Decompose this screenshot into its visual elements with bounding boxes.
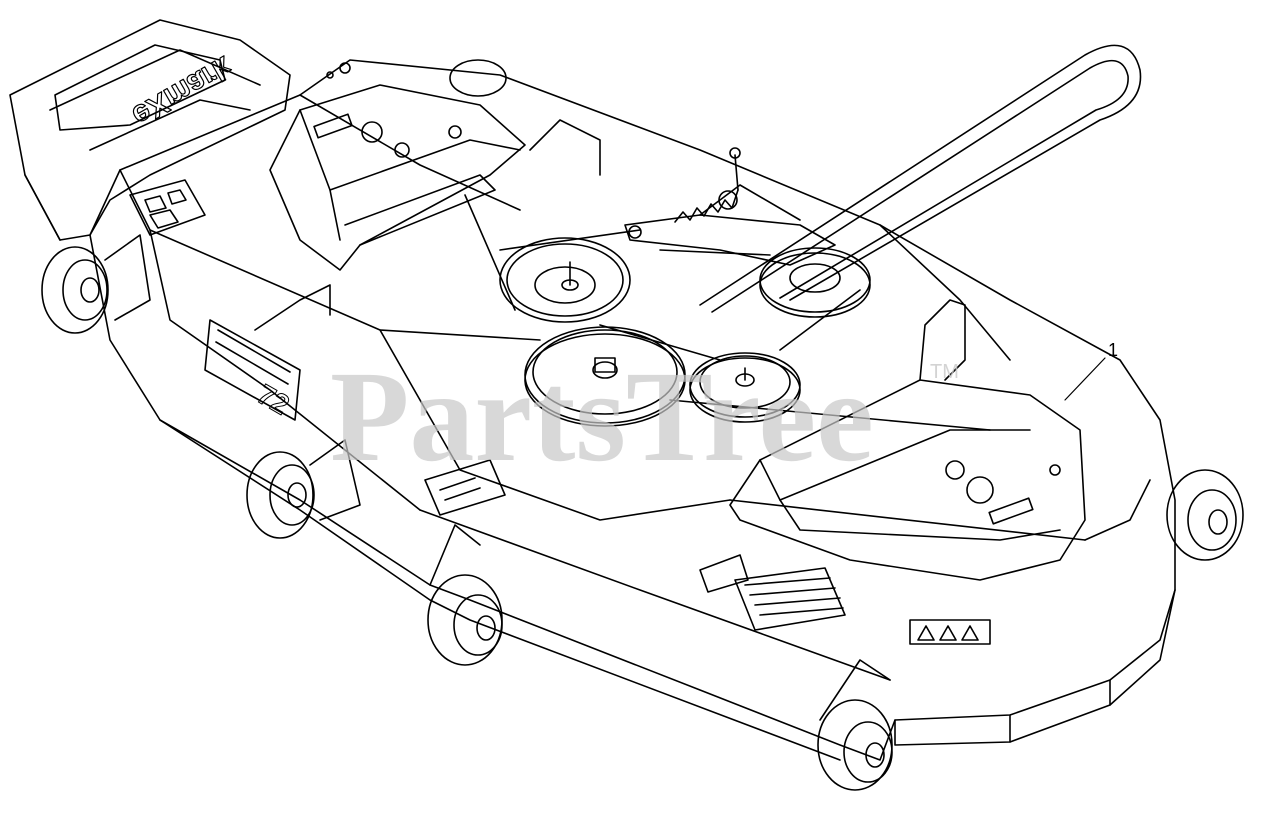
pulley-right xyxy=(759,247,871,318)
belt-cover-left xyxy=(269,84,526,271)
warning-decal-right xyxy=(909,619,991,645)
bracket-right xyxy=(919,299,966,381)
deck-belt xyxy=(379,194,991,431)
callout-label-1: 1 xyxy=(1108,340,1118,360)
drive-belt xyxy=(699,44,1142,313)
gauge-wheel-front-mid xyxy=(817,659,893,791)
idler-arm xyxy=(624,184,836,266)
warning-decal-left xyxy=(129,179,206,236)
pulley-idler-mid xyxy=(689,352,801,423)
watermark-trademark: TM xyxy=(930,361,959,383)
rear-roller-top xyxy=(326,59,507,97)
pulley-upper-left xyxy=(499,237,631,323)
brand-logo: eXmark xyxy=(126,49,238,133)
watermark-text: PartsTree xyxy=(330,345,874,489)
brand-logo-text: eXmark xyxy=(127,50,238,133)
gauge-wheel-right xyxy=(1166,469,1244,561)
gauge-wheel-left-upper xyxy=(41,234,151,334)
belt-routing-decal xyxy=(699,554,846,631)
callout-leader-1 xyxy=(1064,357,1106,401)
tension-spring xyxy=(674,147,741,223)
gauge-wheel-left-lower xyxy=(246,439,361,539)
left-deflector xyxy=(9,19,291,241)
instruction-decal-center xyxy=(424,459,506,516)
gauge-wheel-front-left xyxy=(427,524,503,666)
bracket-left xyxy=(254,119,601,331)
deck-size-decal xyxy=(204,319,301,421)
